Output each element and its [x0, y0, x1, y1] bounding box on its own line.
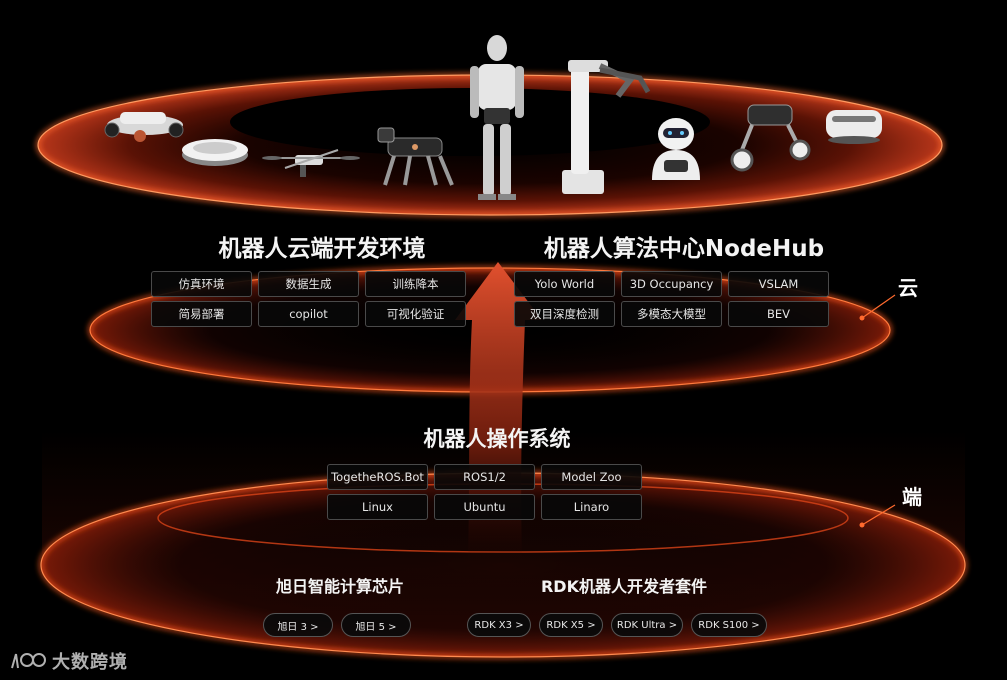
rdk-ultra-link[interactable]: RDK Ultra >	[611, 613, 683, 637]
chip-togetheros[interactable]: TogetheROS.Bot	[327, 464, 428, 490]
dev-env-chip-grid: 仿真环境 数据生成 训练降本 简易部署 copilot 可视化验证	[151, 271, 466, 327]
chip-products-row: 旭日 3 > 旭日 5 >	[263, 613, 411, 637]
kit-products-row: RDK X3 > RDK X5 > RDK Ultra > RDK S100 >	[467, 613, 767, 637]
chip-multimodal-model[interactable]: 多模态大模型	[621, 301, 722, 327]
chip-vslam[interactable]: VSLAM	[728, 271, 829, 297]
os-chip-grid: TogetheROS.Bot ROS1/2 Model Zoo Linux Ub…	[327, 464, 642, 520]
chip-data-generation[interactable]: 数据生成	[258, 271, 359, 297]
chip-training-cost[interactable]: 训练降本	[365, 271, 466, 297]
chip-linux[interactable]: Linux	[327, 494, 428, 520]
watermark: 大数跨境	[10, 648, 128, 674]
cloud-label-dot	[860, 316, 865, 321]
watermark-text: 大数跨境	[52, 648, 128, 674]
cloud-dev-env-title: 机器人云端开发环境	[188, 229, 456, 263]
os-title: 机器人操作系统	[392, 423, 602, 453]
cloud-side-label: 云	[898, 272, 918, 301]
delivery-robot-icon	[826, 110, 882, 144]
xj3-link[interactable]: 旭日 3 >	[263, 613, 333, 637]
algo-center-chip-grid: Yolo World 3D Occupancy VSLAM 双目深度检测 多模态…	[514, 271, 829, 327]
kits-section-title: RDK机器人开发者套件	[524, 573, 724, 597]
chip-copilot[interactable]: copilot	[258, 301, 359, 327]
chip-stereo-depth[interactable]: 双目深度检测	[514, 301, 615, 327]
chip-linaro[interactable]: Linaro	[541, 494, 642, 520]
xj5-link[interactable]: 旭日 5 >	[341, 613, 411, 637]
edge-label-dot	[860, 523, 865, 528]
edge-side-label: 端	[902, 481, 922, 510]
chip-ubuntu[interactable]: Ubuntu	[434, 494, 535, 520]
watermark-logo-icon	[10, 650, 46, 672]
chip-simulation[interactable]: 仿真环境	[151, 271, 252, 297]
chip-easy-deploy[interactable]: 简易部署	[151, 301, 252, 327]
chip-bev[interactable]: BEV	[728, 301, 829, 327]
chip-ros[interactable]: ROS1/2	[434, 464, 535, 490]
robot-vacuum-icon	[182, 139, 248, 166]
chip-visual-verify[interactable]: 可视化验证	[365, 301, 466, 327]
algo-center-title: 机器人算法中心NodeHub	[525, 229, 843, 263]
rdk-x3-link[interactable]: RDK X3 >	[467, 613, 531, 637]
rdk-x5-link[interactable]: RDK X5 >	[539, 613, 603, 637]
chips-section-title: 旭日智能计算芯片	[258, 573, 422, 597]
chip-yolo-world[interactable]: Yolo World	[514, 271, 615, 297]
chip-model-zoo[interactable]: Model Zoo	[541, 464, 642, 490]
rdk-s100-link[interactable]: RDK S100 >	[691, 613, 767, 637]
chip-3d-occupancy[interactable]: 3D Occupancy	[621, 271, 722, 297]
